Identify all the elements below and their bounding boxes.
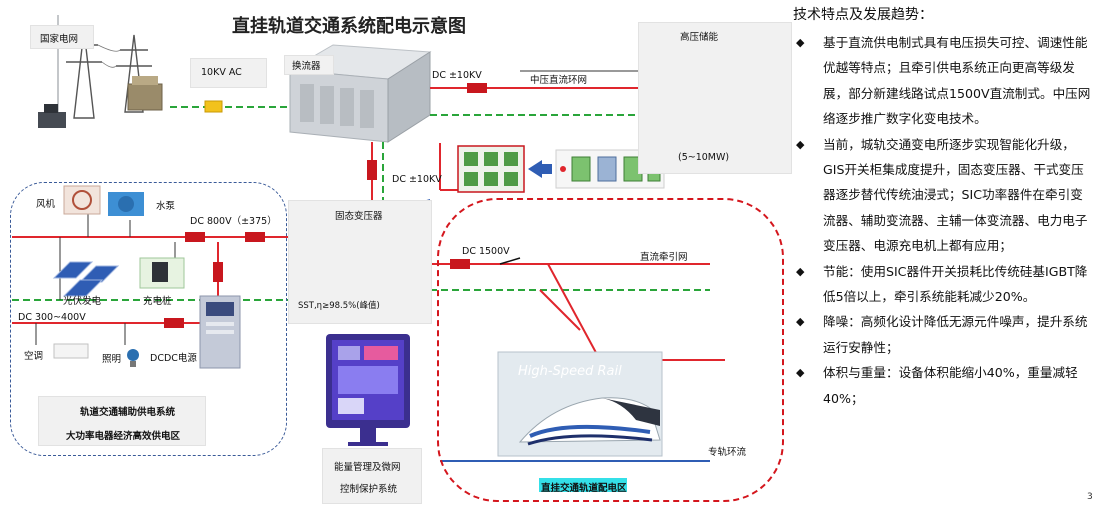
tech-feature-item: ◆ 当前，城轨交通变电所逐步实现智能化升级，GIS开关柜集成度提升，固态变压器、干… (793, 132, 1091, 259)
ac-fuse (205, 101, 222, 112)
aircon-label: 空调 (24, 348, 43, 362)
page-number: 3 (1087, 492, 1093, 502)
direct-area-label: 直挂交通轨道配电区 (541, 480, 627, 494)
dc-10kv-top-label: DC ±10KV (432, 70, 482, 81)
dcdc-label: DCDC电源 (150, 350, 197, 364)
ems-monitor (326, 334, 410, 446)
diamond-bullet-icon: ◆ (796, 132, 804, 157)
diamond-bullet-icon: ◆ (796, 309, 804, 334)
grid-label: 国家电网 (40, 31, 78, 45)
fan-label: 风机 (36, 196, 55, 210)
storage-capacity: (5~10MW) (678, 152, 729, 163)
storage-label: 高压储能 (680, 29, 718, 43)
tech-feature-text: 降噪：高频化设计降低无源元件噪声，提升系统运行安静性； (823, 314, 1087, 354)
diamond-bullet-icon: ◆ (796, 360, 804, 385)
dc-breaker-vertical (367, 160, 377, 180)
pump-label: 水泵 (156, 198, 175, 212)
tech-feature-text: 基于直流供电制式具有电压损失可控、调速性能优越等特点；且牵引供电系统正向更高等级… (823, 35, 1090, 126)
diamond-bullet-icon: ◆ (796, 259, 804, 284)
charging-pile-label: 充电桩 (143, 293, 172, 307)
lighting-label: 照明 (102, 351, 121, 365)
dc-breaker-top (467, 83, 487, 93)
ems-label-box (322, 448, 422, 504)
tech-feature-item: ◆ 降噪：高频化设计降低无源元件噪声，提升系统运行安静性； (793, 309, 1091, 360)
aux-system-title-1: 轨道交通辅助供电系统 (80, 404, 175, 418)
arrow-left-icon (528, 160, 552, 178)
pv-label: 光伏发电 (63, 293, 101, 307)
sst-efficiency-label: SST,η≥98.5%(峰值) (298, 299, 380, 311)
dc-10kv-mid-label: DC ±10KV (392, 174, 442, 185)
diamond-bullet-icon: ◆ (796, 30, 804, 55)
tech-feature-item: ◆ 体积与重量：设备体积能缩小40%，重量减轻40%； (793, 360, 1091, 411)
track-ring-label: 专轨环流 (708, 444, 746, 458)
tech-feature-item: ◆ 节能：使用SIC器件开关损耗比传统硅基IGBT降低5倍以上，牵引系统能耗减少2… (793, 259, 1091, 310)
ems-label-1: 能量管理及微网 (334, 459, 401, 473)
tech-feature-text: 当前，城轨交通变电所逐步实现智能化升级，GIS开关柜集成度提升，固态变压器、干式… (823, 137, 1087, 254)
dc-300-400v-label: DC 300~400V (18, 312, 86, 323)
aux-system-title-2: 大功率电器经济高效供电区 (66, 428, 180, 442)
ac-10kv-label: 10KV AC (201, 67, 242, 78)
panel-heading: 技术特点及发展趋势： (793, 4, 933, 24)
converter-label: 换流器 (292, 58, 321, 72)
rail-image-text: High-Speed Rail (518, 364, 622, 379)
tech-features-list: ◆ 基于直流供电制式具有电压损失可控、调速性能优越等特点；且牵引供电系统正向更高等… (793, 30, 1091, 411)
tech-feature-text: 体积与重量：设备体积能缩小40%，重量减轻40%； (823, 365, 1078, 405)
sst-module (458, 146, 524, 192)
ems-label-2: 控制保护系统 (340, 481, 397, 495)
tech-feature-text: 节能：使用SIC器件开关损耗比传统硅基IGBT降低5倍以上，牵引系统能耗减少20… (823, 264, 1087, 304)
dc-1500v-label: DC 1500V (462, 246, 510, 257)
sst-label: 固态变压器 (335, 208, 383, 222)
traction-net-label: 直流牵引网 (640, 249, 688, 263)
dc-800v-label: DC 800V（±375） (190, 213, 277, 227)
mv-ring-label: 中压直流环网 (530, 72, 587, 86)
tech-feature-item: ◆ 基于直流供电制式具有电压损失可控、调速性能优越等特点；且牵引供电系统正向更高等… (793, 30, 1091, 132)
